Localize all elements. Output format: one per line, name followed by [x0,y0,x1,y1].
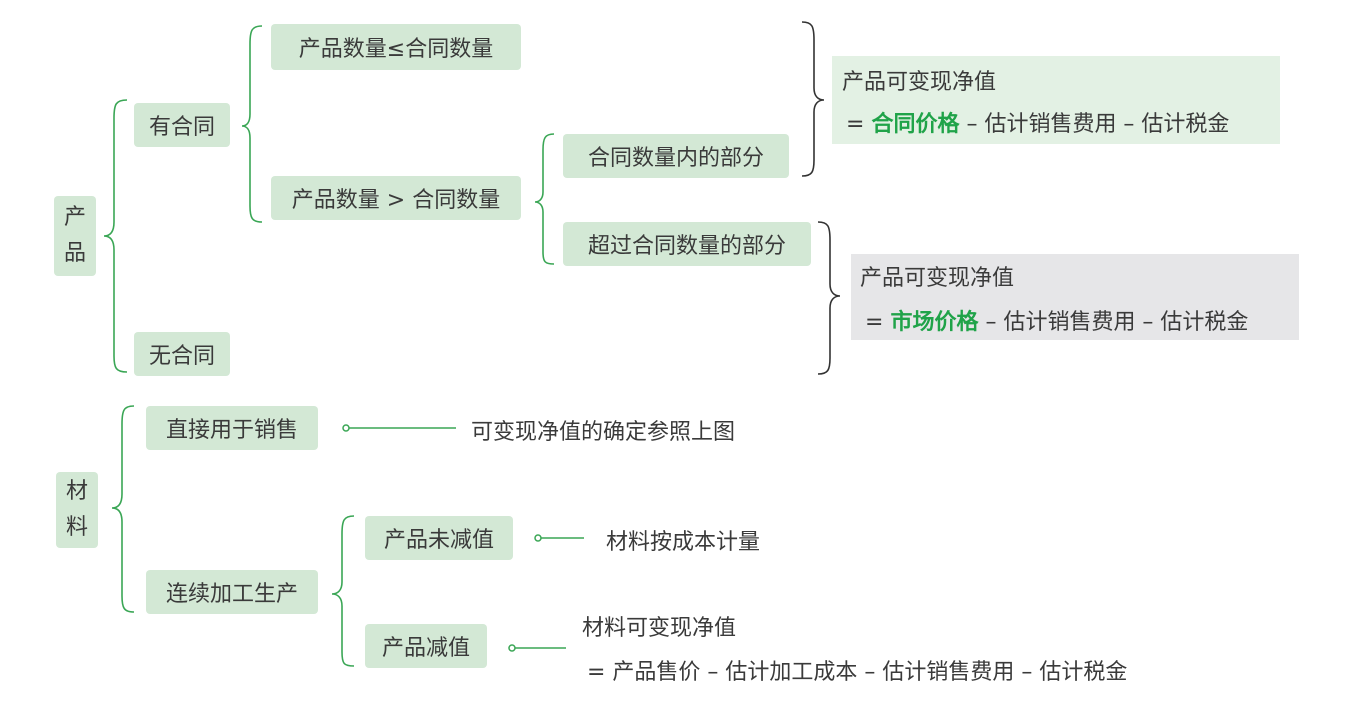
node-processing: 连续加工生产 [146,570,318,614]
formula-market-highlight: 市场价格 [890,310,979,335]
node-within-contract: 合同数量内的部分 [563,134,789,178]
node-exceed-contract: 超过合同数量的部分 [563,222,811,266]
formula-market-line1: 产品可变现净值 [860,266,1015,291]
formula-market-rest: – 估计销售费用 – 估计税金 [978,310,1249,335]
connector-dot-direct [342,424,350,432]
brace-processing [331,515,355,667]
node-product-char-1: 产 [63,205,86,230]
brace-product [103,99,128,373]
brace-material [111,405,135,613]
not-impaired-note: 材料按成本计量 [606,530,761,555]
node-qty-le: 产品数量≤合同数量 [271,24,521,70]
formula-contract-line1: 产品可变现净值 [842,70,997,95]
connector-dot-impaired [508,644,516,652]
formula-contract-rest: – 估计销售费用 – 估计税金 [959,112,1230,137]
brace-within-formula [801,21,825,177]
formula-market-line2: = 市场价格 – 估计销售费用 – 估计税金 [865,304,1248,336]
node-product: 产 品 [54,196,96,276]
node-no-contract: 无合同 [134,332,230,376]
brace-has-contract [241,25,263,223]
node-not-impaired: 产品未减值 [365,516,513,560]
formula-market-prefix: = [865,310,891,335]
node-direct-sale: 直接用于销售 [146,406,318,450]
node-material-char-1: 材 [65,479,88,504]
node-product-char-2: 品 [63,241,86,266]
formula-market-panel: 产品可变现净值 = 市场价格 – 估计销售费用 – 估计税金 [851,254,1299,340]
node-material-char-2: 料 [65,515,88,540]
node-qty-gt: 产品数量 > 合同数量 [271,176,521,220]
brace-qty-gt [534,133,555,265]
impaired-formula-line1: 材料可变现净值 [582,616,737,641]
formula-contract-prefix: = [846,112,872,137]
formula-contract-highlight: 合同价格 [871,112,960,137]
formula-contract-line2: = 合同价格 – 估计销售费用 – 估计税金 [846,106,1229,138]
connector-dot-not-impaired [534,534,542,542]
impaired-formula-line2: = 产品售价 – 估计加工成本 – 估计销售费用 – 估计税金 [587,660,1128,685]
formula-contract-panel: 产品可变现净值 = 合同价格 – 估计销售费用 – 估计税金 [832,56,1280,144]
node-has-contract: 有合同 [134,103,230,147]
brace-exceed-formula [817,221,841,375]
direct-sale-note: 可变现净值的确定参照上图 [471,420,736,445]
node-material: 材 料 [56,472,98,548]
node-impaired: 产品减值 [365,624,487,668]
